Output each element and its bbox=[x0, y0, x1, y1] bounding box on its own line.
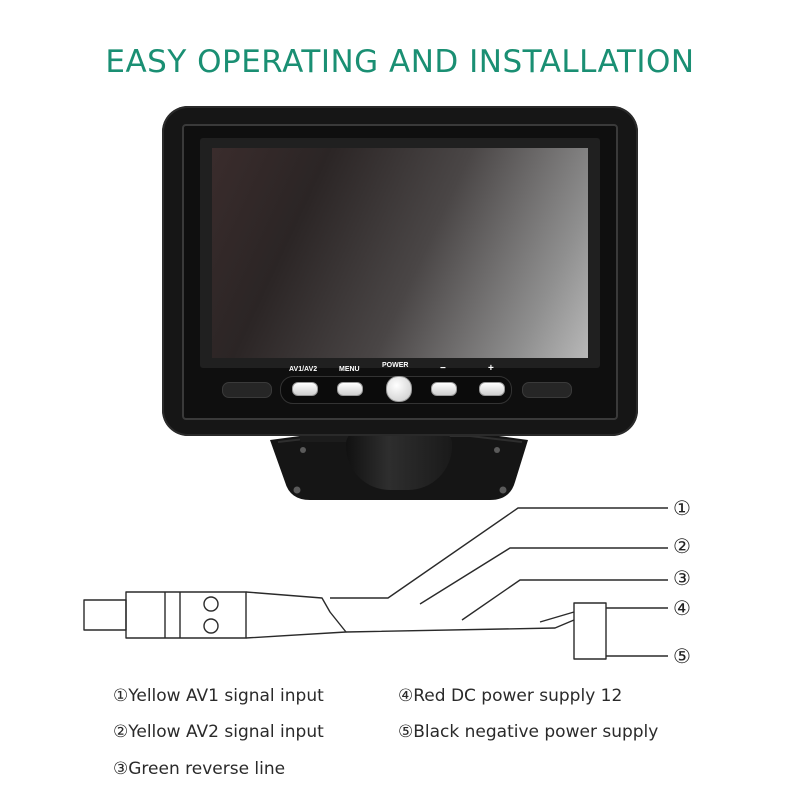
minus-button[interactable] bbox=[431, 382, 457, 396]
wire-number-1: ① bbox=[673, 496, 691, 520]
legend-item-5: ⑤Black negative power supply bbox=[398, 722, 659, 742]
connector-tip bbox=[83, 599, 127, 631]
wire-number-4: ④ bbox=[673, 596, 691, 620]
wire-number-2: ② bbox=[673, 534, 691, 558]
left-indicator-slot bbox=[222, 382, 272, 398]
minus-button-label: − bbox=[440, 363, 446, 374]
legend-item-1: ①Yellow AV1 signal input bbox=[113, 686, 324, 706]
plus-button-label: + bbox=[488, 363, 494, 374]
pin-top bbox=[203, 596, 219, 612]
plus-button[interactable] bbox=[479, 382, 505, 396]
menu-button-label: MENU bbox=[339, 366, 360, 373]
connector-body bbox=[125, 591, 247, 639]
legend-item-2: ②Yellow AV2 signal input bbox=[113, 722, 324, 742]
cable-diagram bbox=[83, 507, 668, 660]
monitor-illustration: AV1/AV2 MENU POWER − + bbox=[162, 106, 638, 500]
av-button-label: AV1/AV2 bbox=[289, 366, 318, 373]
wire-number-3: ③ bbox=[673, 566, 691, 590]
legend-item-3: ③Green reverse line bbox=[113, 759, 286, 779]
stand-neck bbox=[346, 430, 452, 490]
junction-block bbox=[573, 602, 607, 660]
wire-number-5: ⑤ bbox=[673, 644, 691, 668]
pin-bottom bbox=[203, 618, 219, 634]
legend-item-4: ④Red DC power supply 12 bbox=[398, 686, 623, 706]
power-button[interactable] bbox=[386, 376, 412, 402]
menu-button[interactable] bbox=[337, 382, 363, 396]
monitor-screen bbox=[212, 148, 588, 358]
page-title: EASY OPERATING AND INSTALLATION bbox=[105, 44, 695, 80]
av-button[interactable] bbox=[292, 382, 318, 396]
right-indicator-slot bbox=[522, 382, 572, 398]
power-button-label: POWER bbox=[382, 362, 409, 369]
